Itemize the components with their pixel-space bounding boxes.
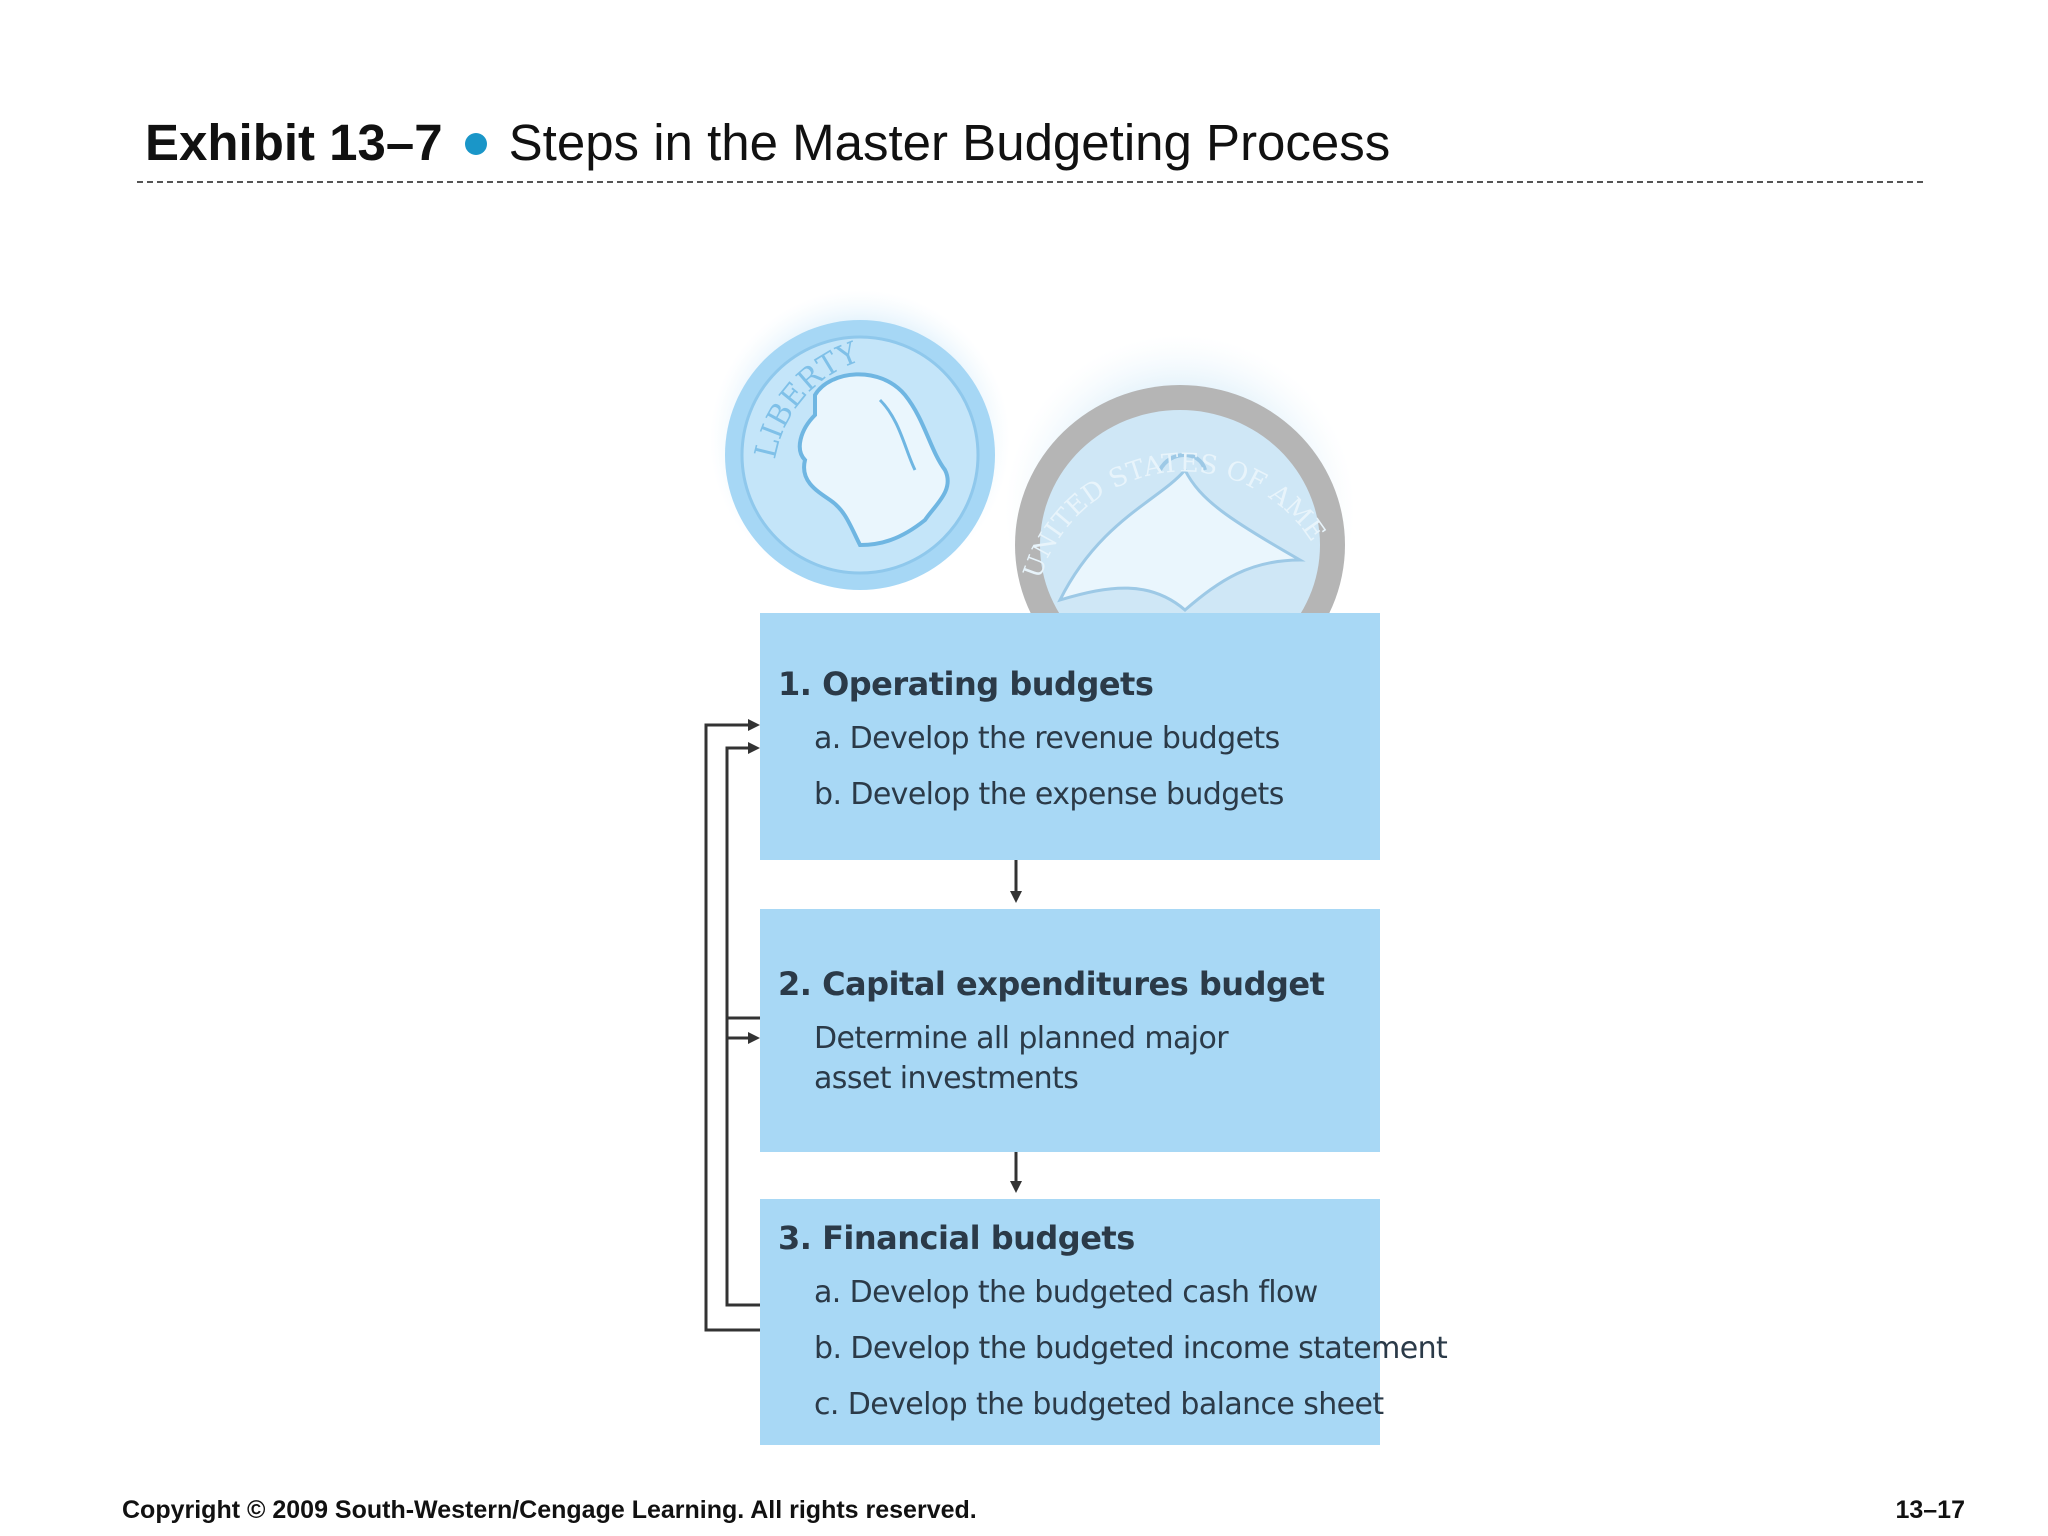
copyright-text: Copyright © 2009 South-Western/Cengage L… — [122, 1496, 977, 1524]
step-line: Determine all planned major — [814, 1021, 1229, 1056]
header-divider — [137, 181, 1923, 183]
step-title: 1. Operating budgets — [778, 665, 1154, 703]
arrowhead-right-icon — [748, 719, 760, 731]
flow-arrows — [1010, 860, 1022, 1193]
step-line: asset investments — [814, 1061, 1079, 1096]
step-line: a. Develop the budgeted cash flow — [814, 1275, 1318, 1310]
step-title: 2. Capital expenditures budget — [778, 965, 1325, 1003]
coin-back-illustration: UNITED STATES OF AMERICA — [0, 0, 1355, 705]
exhibit-title: Steps in the Master Budgeting Process — [508, 113, 1391, 171]
step-box-financial-budgets: 3. Financial budgets a. Develop the budg… — [760, 1199, 1448, 1445]
arrowhead-down-icon — [1010, 891, 1022, 903]
page-number: 13–17 — [1895, 1496, 1965, 1524]
step-title: 3. Financial budgets — [778, 1219, 1135, 1257]
feedback-arrowheads — [748, 719, 760, 1044]
feedback-line-inner — [725, 746, 760, 1307]
coin-front-illustration: LIBERTY — [710, 290, 1010, 590]
feedback-connectors — [704, 723, 760, 1332]
step-line: c. Develop the budgeted balance sheet — [814, 1387, 1384, 1422]
step-line: a. Develop the revenue budgets — [814, 721, 1280, 756]
arrowhead-right-icon — [748, 1032, 760, 1044]
slide-title: Exhibit 13–7 Steps in the Master Budgeti… — [145, 106, 1390, 178]
exhibit-label: Exhibit 13–7 — [145, 113, 443, 171]
arrowhead-right-icon — [748, 742, 760, 754]
step-box-capital-expenditures: 2. Capital expenditures budget Determine… — [760, 909, 1380, 1152]
arrowhead-down-icon — [1010, 1181, 1022, 1193]
step-box-operating-budgets: 1. Operating budgets a. Develop the reve… — [760, 613, 1380, 860]
feedback-line-outer — [704, 723, 760, 1332]
step-line: b. Develop the budgeted income statement — [814, 1331, 1448, 1366]
step-line: b. Develop the expense budgets — [814, 777, 1284, 812]
bullet-icon — [464, 133, 487, 155]
